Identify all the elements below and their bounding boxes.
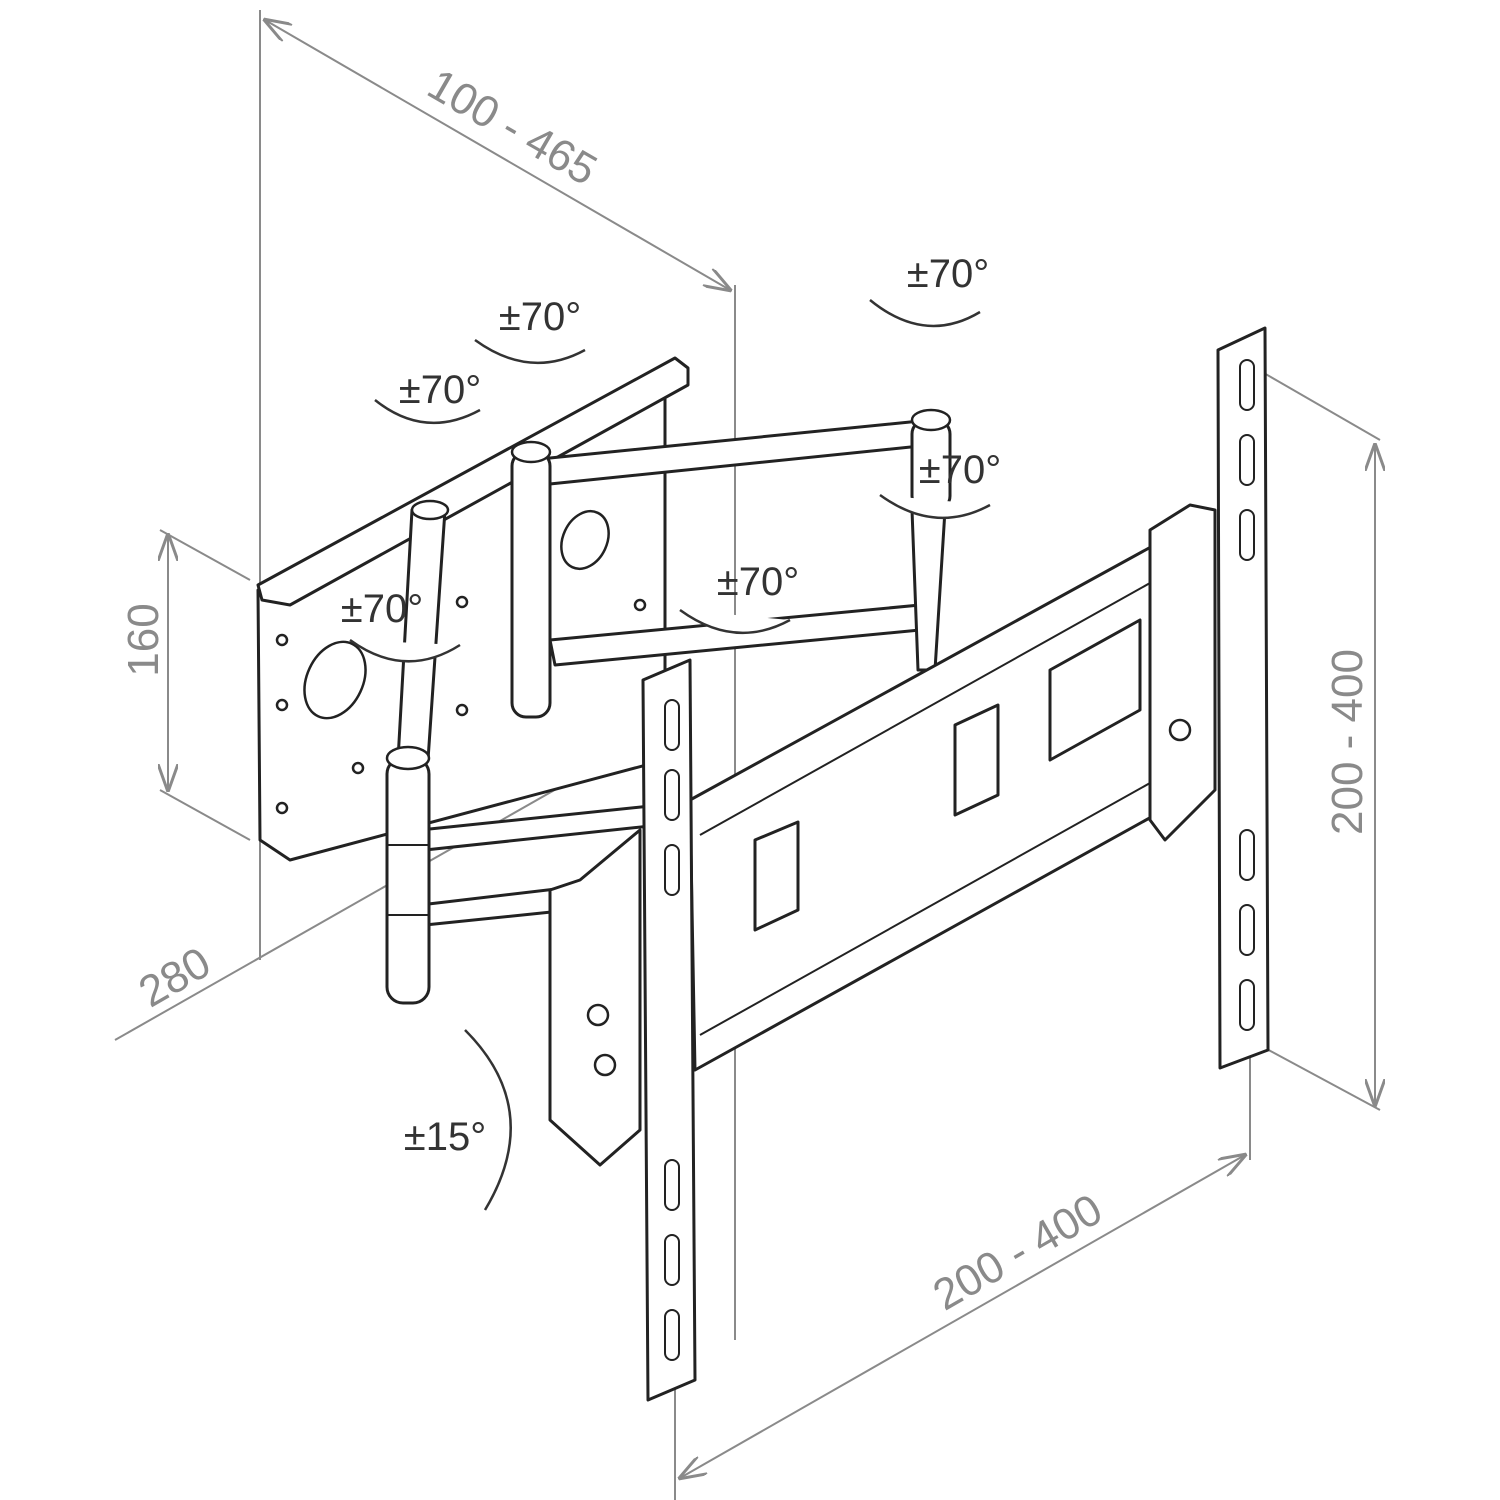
rotation-label: ±70° [919,448,1001,492]
plate-width-label: 280 [131,938,219,1017]
depth-label: 100 - 465 [419,60,605,195]
rotation-arrows [349,299,991,1211]
depth-dimension-line [265,20,730,290]
rotate-arrow-icon [474,338,586,365]
tilt-brackets [548,503,1217,1167]
rotate-arrow-icon [374,399,481,425]
tilt-arrow-icon [464,1029,512,1211]
plate-height-label: 160 [119,603,168,676]
rotate-arrow-icon [869,299,981,328]
tilt-label: ±15° [404,1115,486,1159]
rotate-arrow-icon [879,493,991,520]
rotate-arrow-icon [349,638,461,663]
rotation-label: ±70° [907,252,989,296]
vesa-plates [641,326,1270,1402]
rotation-label: ±70° [341,587,423,631]
vesa-vertical-label: 200 - 400 [1323,649,1372,835]
rotation-label: ±70° [399,368,481,412]
articulating-arms [385,408,952,1005]
vesa-horizontal-label: 200 - 400 [925,1185,1111,1320]
rotate-arrow-icon [679,608,791,635]
vesa-horizontal-dimension-line [680,1155,1245,1478]
wall-plate [256,356,690,862]
rotation-label: ±70° [717,560,799,604]
rotation-label: ±70° [499,295,581,339]
